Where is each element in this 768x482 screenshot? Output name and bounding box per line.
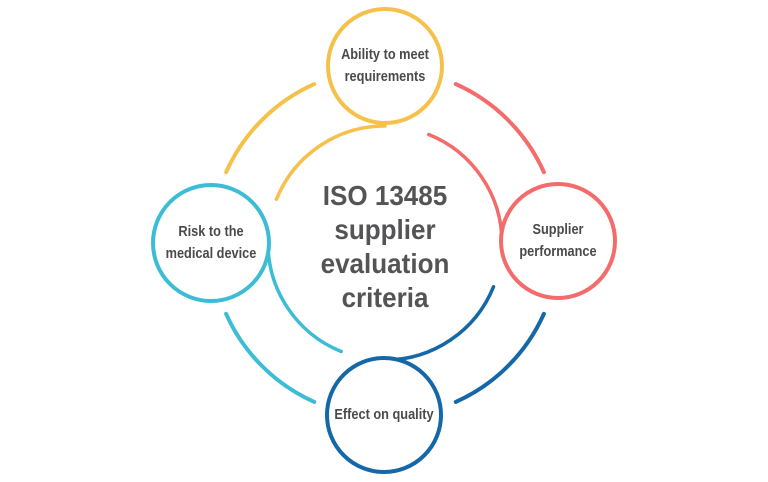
outer-arc-top-right xyxy=(453,82,546,175)
node-label-ability: Ability to meet requirements xyxy=(341,46,429,85)
inner-arc-ability xyxy=(274,124,387,201)
inner-arc-performance xyxy=(427,132,504,245)
outer-arc-bottom-left xyxy=(224,311,317,404)
node-circle-performance xyxy=(499,182,617,300)
diagram-title: ISO 13485 supplier evaluation criteria xyxy=(320,180,450,313)
node-circle-quality xyxy=(325,356,443,474)
outer-arc-top-left xyxy=(224,82,317,175)
node-circle-ability xyxy=(326,7,444,125)
node-label-quality: Effect on quality xyxy=(334,406,434,423)
inner-arc-quality xyxy=(383,285,496,362)
node-label-performance: Supplier performance xyxy=(519,221,597,260)
inner-arc-risk xyxy=(266,241,343,354)
node-label-risk: Risk to the medical device xyxy=(165,223,257,262)
node-circle-risk xyxy=(151,183,271,303)
outer-arc-bottom-right xyxy=(453,311,546,404)
